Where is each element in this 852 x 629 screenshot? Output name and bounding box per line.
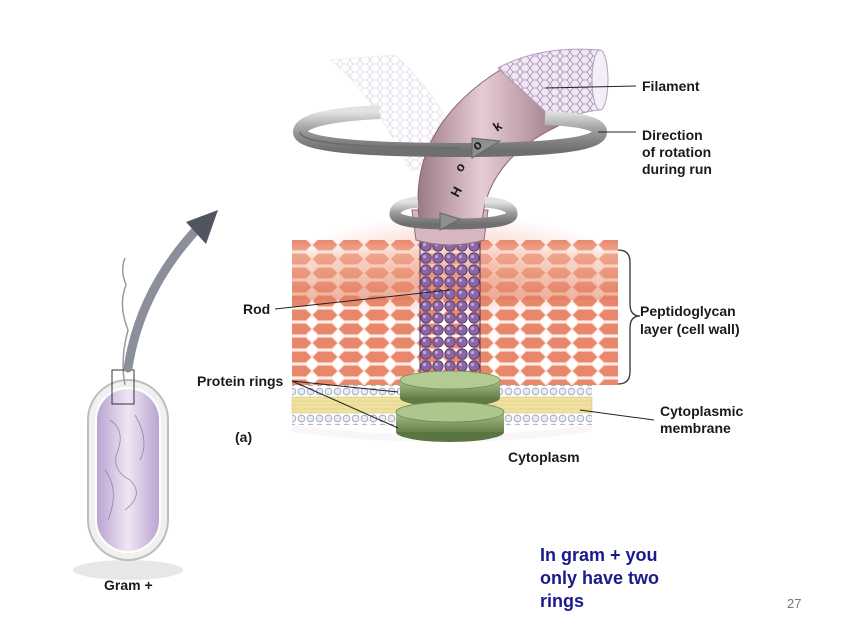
gram-positive-cell <box>73 257 183 580</box>
label-peptidoglycan-1: Peptidoglycan <box>640 303 736 319</box>
note-line-3: rings <box>540 591 585 611</box>
label-cytoplasm: Cytoplasm <box>508 449 580 465</box>
label-cytoplasmic-1: Cytoplasmic <box>660 403 743 419</box>
label-filament: Filament <box>642 78 700 94</box>
zoom-arrow <box>123 210 218 373</box>
label-direction-1: Direction <box>642 127 703 143</box>
label-rod: Rod <box>243 301 270 317</box>
label-gram-positive: Gram + <box>104 577 153 593</box>
label-panel-a: (a) <box>235 429 252 445</box>
label-direction-2: of rotation <box>642 144 711 160</box>
note-line-1: In gram + you <box>540 545 658 565</box>
label-direction-3: during run <box>642 161 712 177</box>
zoom-box <box>111 369 135 405</box>
label-peptidoglycan-2: layer (cell wall) <box>640 321 740 337</box>
protein-ring-lower <box>395 401 505 442</box>
page-number: 27 <box>787 596 802 611</box>
peptidoglycan-brace <box>617 249 641 385</box>
lower-rotation-arrow <box>389 196 518 231</box>
label-cytoplasmic-2: membrane <box>660 420 731 436</box>
cell-flagellum <box>121 257 129 386</box>
leader-lines <box>274 85 655 429</box>
label-protein-rings: Protein rings <box>197 373 284 389</box>
protein-ring-upper <box>399 370 501 407</box>
annotation-note: In gram + you only have two rings <box>540 544 740 613</box>
note-line-2: only have two <box>540 568 660 588</box>
filament <box>497 48 609 126</box>
